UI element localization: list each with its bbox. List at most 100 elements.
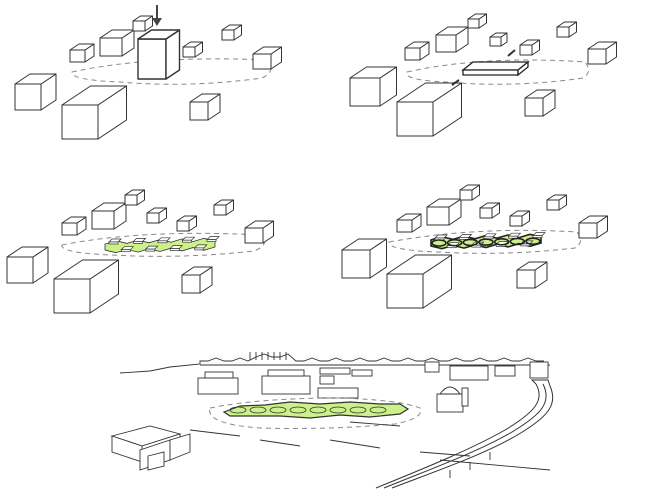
box-front	[245, 228, 263, 243]
pavilion-base	[146, 249, 155, 251]
panel-step-1	[15, 5, 282, 139]
box-front	[510, 216, 522, 226]
highway-end	[532, 380, 550, 386]
slab-top	[463, 62, 528, 70]
box-front	[182, 275, 200, 293]
isometric-box	[387, 255, 452, 308]
box-front	[177, 221, 189, 231]
slab-front	[463, 70, 518, 75]
isometric-box	[520, 40, 540, 55]
isometric-box	[253, 47, 282, 69]
pavilion-base	[158, 241, 167, 243]
cross-road	[440, 460, 550, 470]
site-building	[495, 366, 515, 376]
box-front	[588, 49, 606, 64]
box-front	[147, 213, 159, 223]
shoreline	[330, 440, 380, 448]
box-front	[15, 84, 41, 110]
site-building	[530, 362, 548, 378]
dome-tower	[462, 388, 468, 406]
isometric-box	[62, 217, 86, 235]
isometric-box	[245, 221, 274, 243]
compress-arrow-icon	[508, 50, 515, 56]
pavilion	[509, 233, 521, 236]
box-front	[520, 45, 532, 55]
isometric-box	[397, 83, 462, 136]
isometric-box	[133, 16, 153, 31]
pavilion	[183, 237, 195, 240]
panel-step-4	[342, 185, 608, 308]
box-front	[468, 19, 479, 28]
box-front	[490, 37, 501, 46]
box-front	[397, 102, 433, 136]
isometric-box	[460, 185, 480, 200]
isometric-box	[100, 30, 134, 56]
pavilion-base	[195, 248, 204, 250]
pavilion-base	[170, 249, 179, 251]
box-front	[427, 207, 449, 225]
box-front	[547, 200, 559, 210]
pavilion-base	[121, 250, 130, 252]
box-front	[525, 98, 543, 116]
pavilion-base	[533, 236, 542, 238]
isometric-box	[490, 33, 507, 46]
box-front	[100, 38, 122, 56]
pavilion	[134, 238, 146, 241]
site-building	[450, 366, 488, 380]
isometric-box	[579, 216, 608, 238]
box-front	[92, 211, 114, 229]
box-front	[183, 47, 195, 57]
site-building	[320, 368, 350, 374]
isometric-box	[222, 25, 242, 40]
pavilion	[207, 237, 219, 240]
isometric-box	[182, 267, 212, 293]
pavilion	[158, 238, 170, 241]
pavilion	[484, 234, 496, 237]
isometric-box	[92, 203, 126, 229]
isometric-box	[214, 200, 234, 215]
isometric-box	[7, 247, 48, 283]
isometric-box	[517, 262, 547, 288]
box-front	[62, 105, 98, 139]
box-front	[138, 39, 166, 79]
isometric-box	[547, 195, 567, 210]
pavilion-base	[207, 240, 216, 242]
cross-road	[420, 452, 470, 456]
box-front	[214, 205, 226, 215]
down-arrow-head	[152, 18, 162, 26]
isometric-box	[147, 208, 167, 223]
box-front	[190, 102, 208, 120]
site-building	[198, 378, 238, 394]
pavilion-base	[183, 240, 192, 242]
pavilion	[533, 233, 545, 236]
dome	[440, 387, 460, 394]
box-front	[436, 35, 456, 52]
site-building	[205, 372, 233, 378]
box-front	[405, 48, 420, 60]
isometric-box	[183, 42, 203, 57]
box-front	[342, 250, 370, 278]
isometric-box	[177, 216, 197, 231]
box-front	[460, 190, 472, 200]
site-building	[318, 388, 358, 398]
box-front	[222, 30, 234, 40]
isometric-box	[588, 42, 617, 64]
isometric-box	[480, 203, 500, 218]
isometric-box	[125, 190, 145, 205]
pavilion-base	[109, 242, 118, 244]
box-front	[557, 27, 569, 37]
isometric-box	[54, 260, 119, 313]
box-front	[387, 274, 423, 308]
isometric-box	[510, 211, 530, 226]
isometric-box	[397, 214, 421, 232]
site-building	[320, 376, 334, 384]
shoreline	[260, 440, 300, 446]
box-front	[125, 195, 137, 205]
site-building	[425, 362, 439, 372]
isometric-box	[468, 14, 487, 28]
box-front	[133, 21, 145, 31]
isometric-box	[62, 86, 127, 139]
box-front	[480, 208, 492, 218]
panel-step-2	[350, 14, 617, 136]
